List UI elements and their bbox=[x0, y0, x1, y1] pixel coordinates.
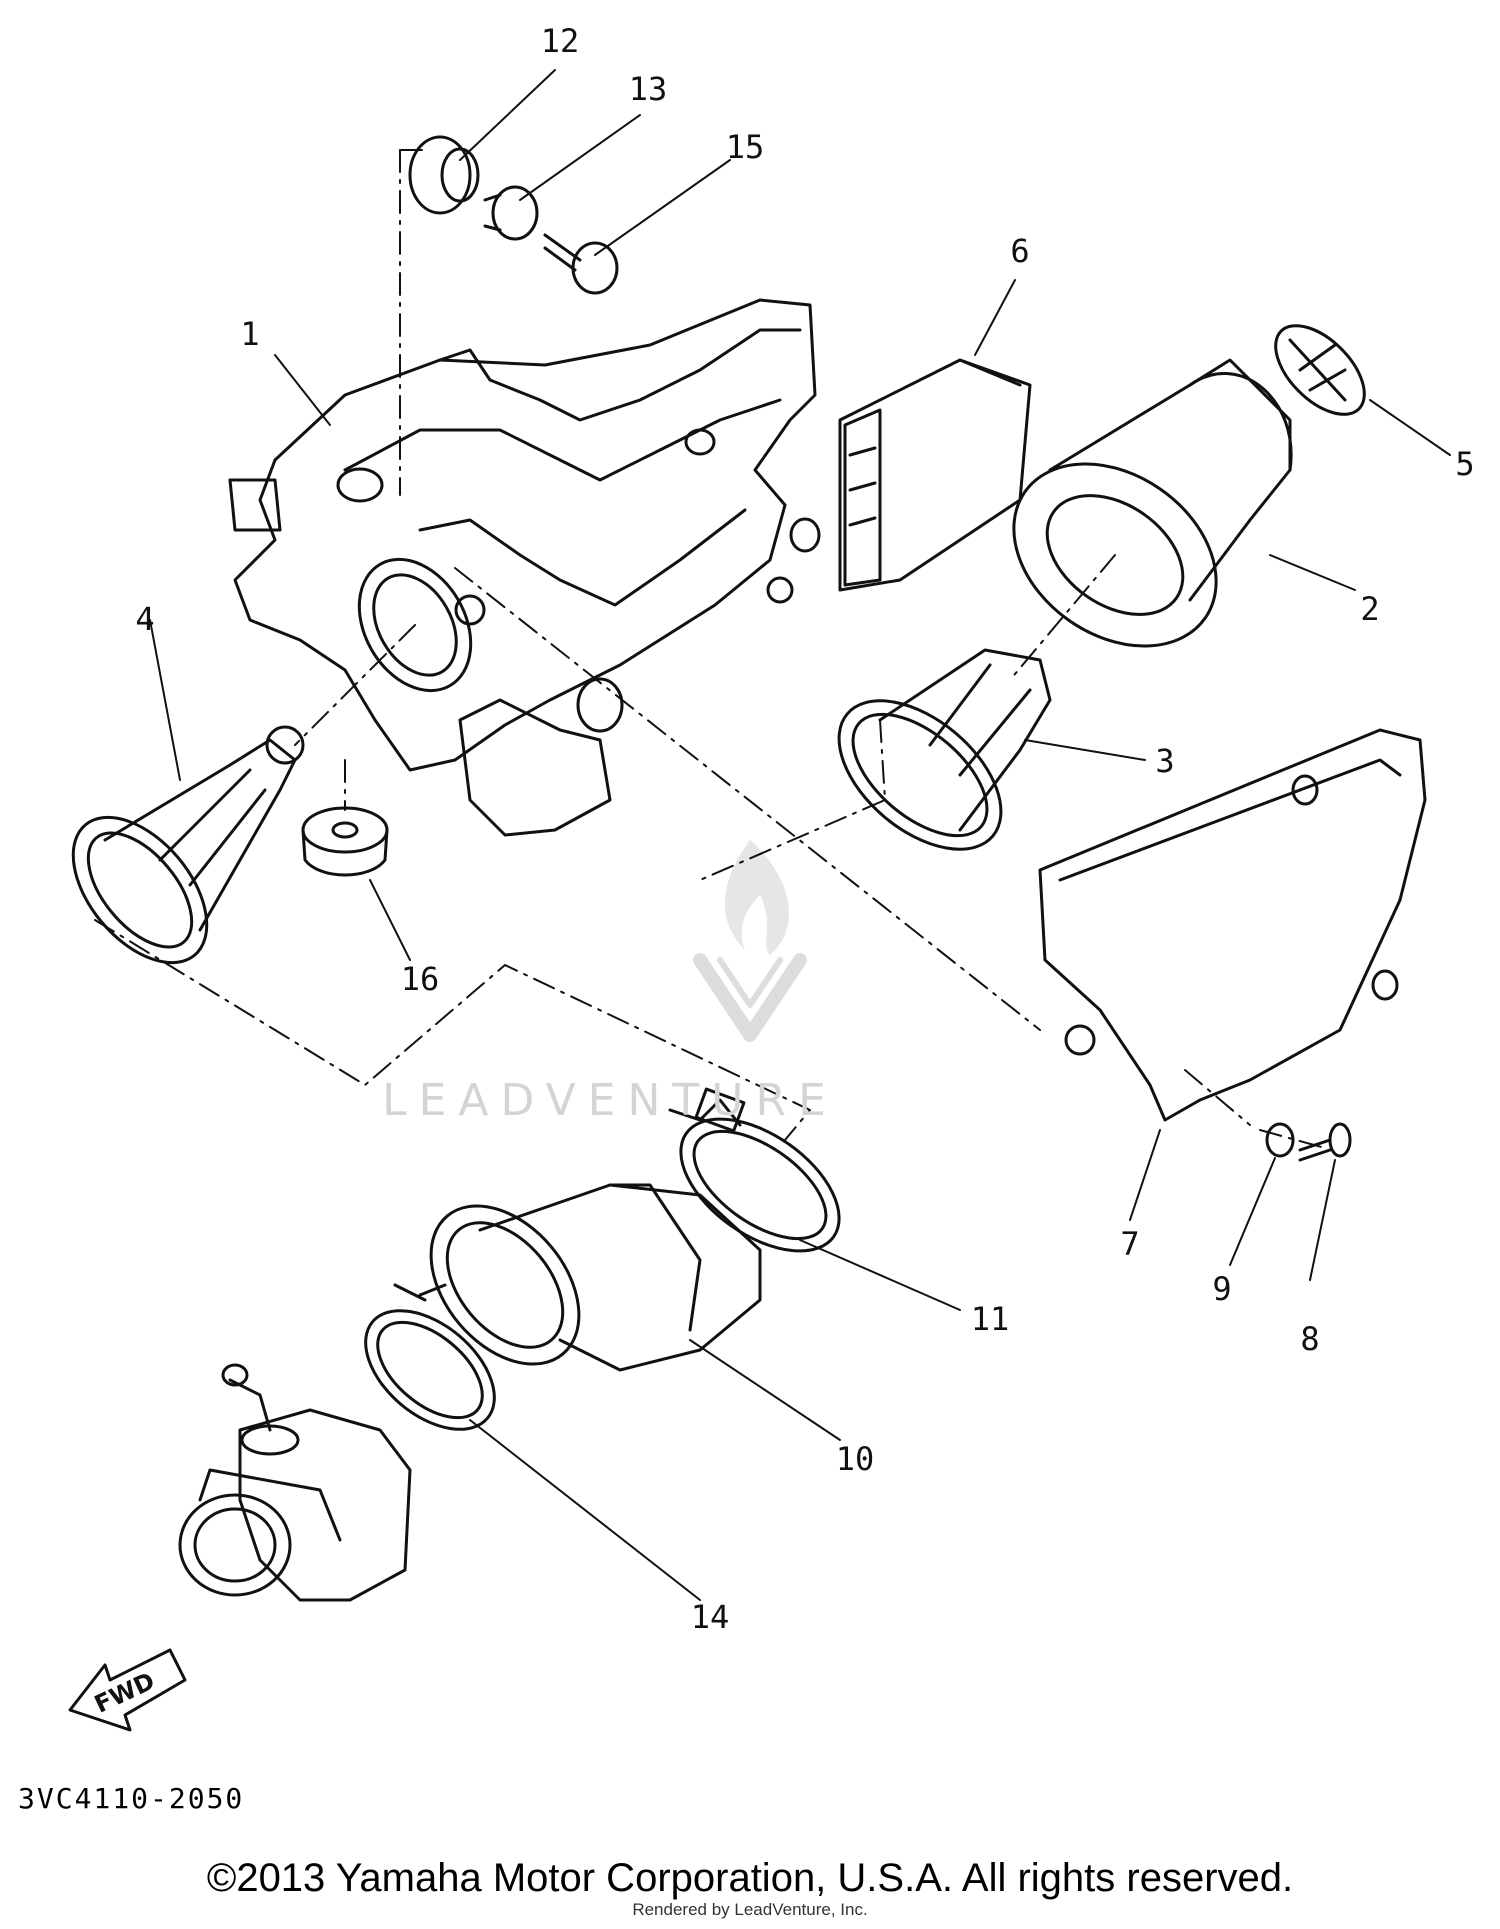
callout-1: 1 bbox=[240, 315, 259, 353]
part-1-air-filter-case bbox=[228, 298, 821, 837]
part-8-screw bbox=[1298, 1122, 1352, 1162]
part-3-filter-guide bbox=[837, 648, 1052, 851]
callout-9: 9 bbox=[1212, 1270, 1231, 1308]
part-11-clamp bbox=[668, 1087, 841, 1253]
part-16-grommet bbox=[301, 806, 389, 877]
callout-5: 5 bbox=[1455, 445, 1474, 483]
rendered-by-notice: Rendered by LeadVenture, Inc. bbox=[632, 1900, 868, 1919]
copyright-notice: ©2013 Yamaha Motor Corporation, U.S.A. A… bbox=[206, 1856, 1294, 1900]
callout-14: 14 bbox=[691, 1598, 730, 1636]
callout-11: 11 bbox=[971, 1300, 1010, 1338]
carburetor bbox=[178, 1363, 412, 1602]
watermark-text: LEADVENTURE bbox=[382, 1075, 838, 1126]
callout-7: 7 bbox=[1120, 1225, 1139, 1263]
part-9-washer bbox=[1265, 1122, 1295, 1158]
part-4-filter-guide bbox=[71, 725, 305, 965]
diagram-code: 3VC4110-2050 bbox=[18, 1782, 245, 1815]
callout-10: 10 bbox=[836, 1440, 875, 1478]
part-5-cap bbox=[1274, 324, 1366, 416]
part-12-grommet bbox=[408, 135, 480, 215]
part-6-duct bbox=[838, 358, 1032, 592]
watermark-logo bbox=[693, 840, 807, 1042]
callout-12: 12 bbox=[541, 22, 580, 60]
callout-15: 15 bbox=[726, 128, 765, 166]
assembly-lines bbox=[94, 149, 1326, 1149]
callout-3: 3 bbox=[1155, 742, 1174, 780]
part-2-filter-element bbox=[1012, 358, 1293, 648]
callout-4: 4 bbox=[135, 600, 154, 638]
fwd-arrow-icon bbox=[68, 1648, 187, 1732]
callout-6: 6 bbox=[1010, 232, 1029, 270]
callout-13: 13 bbox=[629, 70, 668, 108]
part-13-collar bbox=[483, 185, 539, 241]
callout-16: 16 bbox=[401, 960, 440, 998]
part-15-bolt bbox=[543, 233, 619, 295]
part-7-cover bbox=[1038, 728, 1427, 1122]
callout-2: 2 bbox=[1360, 590, 1379, 628]
fwd-label: FWD bbox=[90, 1667, 159, 1719]
callout-8: 8 bbox=[1300, 1320, 1319, 1358]
part-14-clamp bbox=[364, 1283, 496, 1431]
part-10-joint bbox=[429, 1183, 762, 1372]
leader-lines bbox=[149, 69, 1451, 1601]
